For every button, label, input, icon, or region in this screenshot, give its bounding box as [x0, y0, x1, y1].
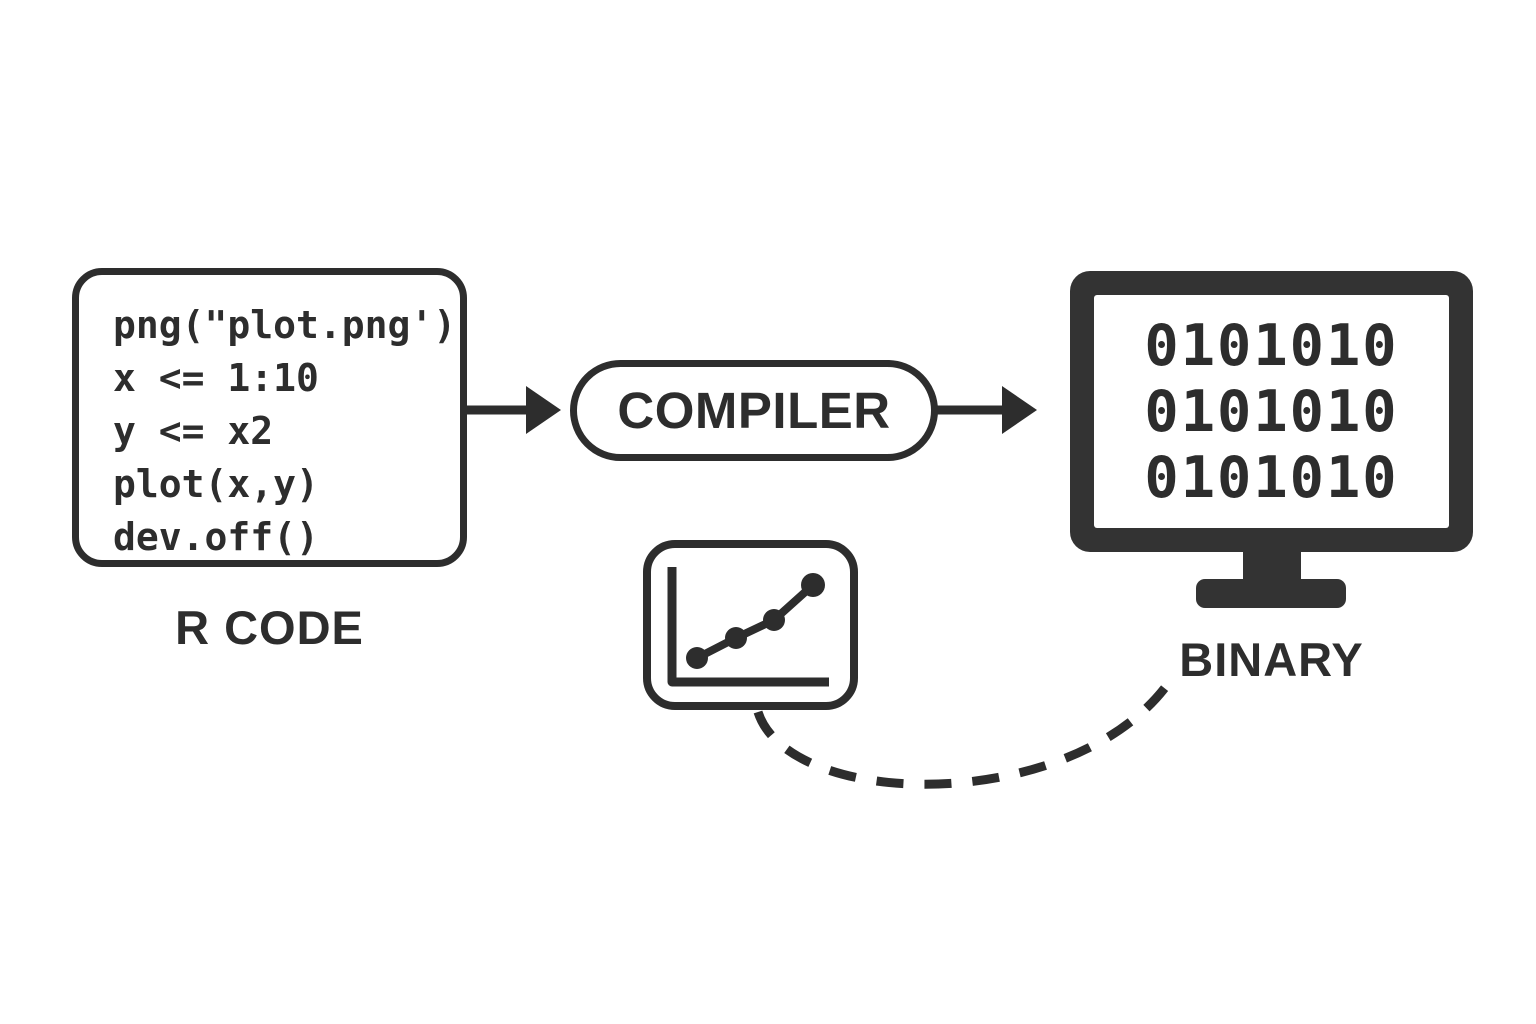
line-chart-icon [643, 540, 858, 710]
compiler-label: COMPILER [617, 382, 891, 439]
compiler-node: COMPILER [570, 360, 938, 461]
binary-text-line: 0101010 [1144, 444, 1399, 511]
chart-frame [643, 540, 858, 710]
code-line: x <= 1:10 [113, 356, 319, 400]
right-arrow-icon [467, 386, 561, 434]
chart-point [801, 573, 825, 597]
monitor-stand-neck [1243, 548, 1301, 581]
binary-label: BINARY [1179, 633, 1364, 686]
monitor-stand-base [1196, 579, 1346, 608]
monitor-screen: 0101010 0101010 0101010 [1094, 295, 1449, 528]
chart-axes [667, 567, 829, 687]
chart-point [686, 647, 708, 669]
chart-point [763, 609, 785, 631]
chart-line [695, 582, 816, 662]
r-code-box: png("plot.png') x <= 1:10 y <= x2 plot(x… [72, 268, 467, 567]
code-line: dev.off() [113, 515, 319, 559]
right-arrow-icon [937, 386, 1037, 434]
code-line: y <= x2 [113, 409, 274, 453]
code-line: png("plot.png') [113, 303, 457, 347]
r-code-label: R CODE [175, 601, 364, 654]
code-line: plot(x,y) [113, 462, 319, 506]
dashed-curve-connector [753, 675, 1176, 789]
binary-text-line: 0101010 [1144, 378, 1399, 445]
binary-text-line: 0101010 [1144, 312, 1399, 379]
chart-point [725, 627, 747, 649]
monitor-icon: 0101010 0101010 0101010 [1070, 271, 1473, 552]
